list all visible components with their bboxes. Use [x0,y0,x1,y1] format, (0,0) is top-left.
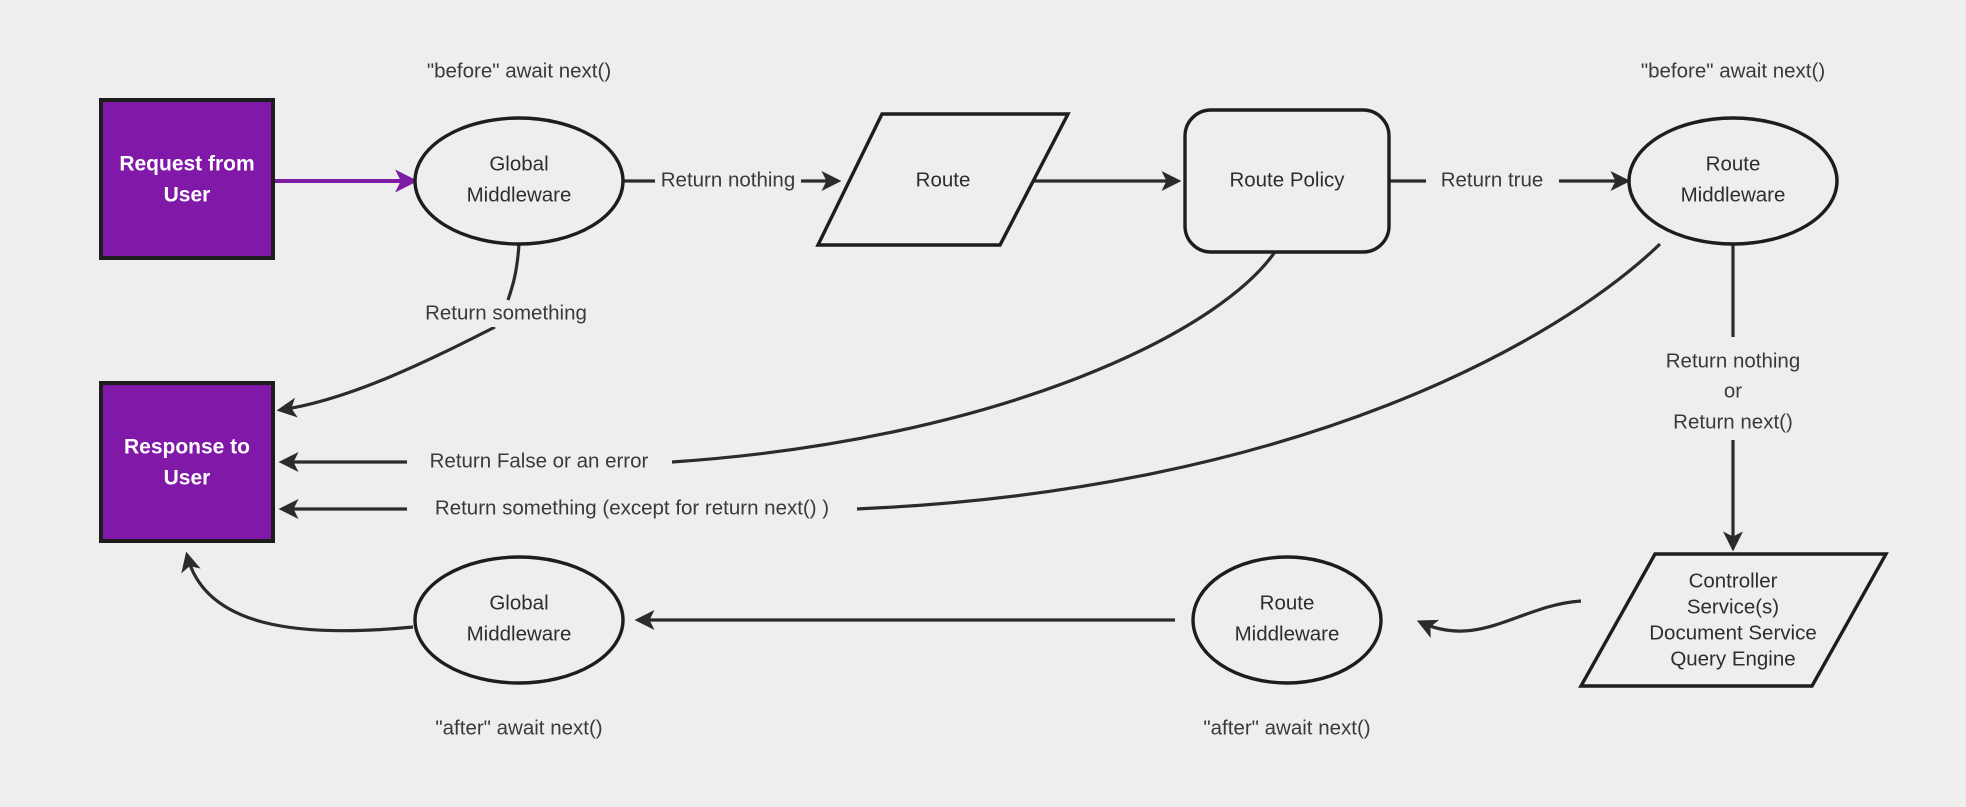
node-controller-line2: Service(s) [1687,595,1779,618]
node-route-middleware-before-line1: Route [1706,152,1761,175]
node-global-middleware-before-line2: Middleware [467,183,572,206]
svg-text:Return False or an error: Return False or an error [430,449,649,472]
node-global-middleware-before[interactable]: Global Middleware [413,116,625,246]
node-response-to-user[interactable]: Response to User [99,381,275,543]
edge-label-return-something-except-next: Return something (except for return next… [407,496,857,522]
node-global-middleware-after-line1: Global [489,591,548,614]
edge-label-return-nothing-or-next: Return nothing or Return next() [1642,338,1824,440]
edge-label-return-nothing: Return nothing [655,168,801,194]
edge-global-middleware-after-to-response [181,551,414,633]
node-global-middleware-before-line1: Global [489,152,548,175]
node-request-from-user-line1: Request from [119,153,254,176]
edge-route-middleware-to-response [855,242,1662,511]
edge-global-middleware-return-something-top [506,243,521,301]
node-route-label: Route [916,168,971,191]
svg-text:Return something (except for r: Return something (except for return next… [435,496,829,519]
node-route-policy-label: Route Policy [1229,168,1345,191]
svg-text:Return nothing: Return nothing [1666,349,1800,372]
svg-text:Return next(): Return next() [1673,410,1793,433]
node-response-to-user-line2: User [164,467,211,490]
edge-label-return-true: Return true [1426,168,1559,194]
svg-text:Return nothing: Return nothing [661,168,795,191]
edge-label-return-something: Return something [408,301,594,327]
node-route-middleware-after-line1: Route [1260,591,1315,614]
node-route-policy[interactable]: Route Policy [1183,108,1391,254]
annotation-after-await-next-right: "after" await next() [1203,716,1370,739]
annotation-before-await-next-left: "before" await next() [427,59,611,82]
node-controller-line1: Controller [1689,569,1778,592]
svg-text:Return something: Return something [425,301,587,324]
node-route[interactable]: Route [815,112,1071,247]
node-controller-line3: Document Service [1649,621,1816,644]
edge-global-middleware-return-something-bottom [276,325,496,418]
node-controller-line4: Query Engine [1670,647,1795,670]
node-request-from-user-line2: User [164,184,211,207]
node-global-middleware-after[interactable]: Global Middleware [413,555,625,685]
node-route-middleware-before-line2: Middleware [1681,183,1786,206]
edge-controller-to-route-middleware-after [1416,599,1582,639]
node-route-middleware-after[interactable]: Route Middleware [1191,555,1383,685]
node-request-from-user[interactable]: Request from User [99,98,275,260]
edge-label-return-false-or-error: Return False or an error [407,449,672,475]
edge-route-policy-to-response [671,243,1282,464]
svg-text:or: or [1724,379,1742,402]
node-response-to-user-line1: Response to [124,436,250,459]
annotation-before-await-next-right: "before" await next() [1641,59,1825,82]
svg-text:Return true: Return true [1441,168,1544,191]
node-route-middleware-after-line2: Middleware [1235,622,1340,645]
node-controller[interactable]: Controller Service(s) Document Service Q… [1578,552,1889,688]
node-global-middleware-after-line2: Middleware [467,622,572,645]
node-route-middleware-before[interactable]: Route Middleware [1627,116,1839,246]
annotation-after-await-next-left: "after" await next() [435,716,602,739]
